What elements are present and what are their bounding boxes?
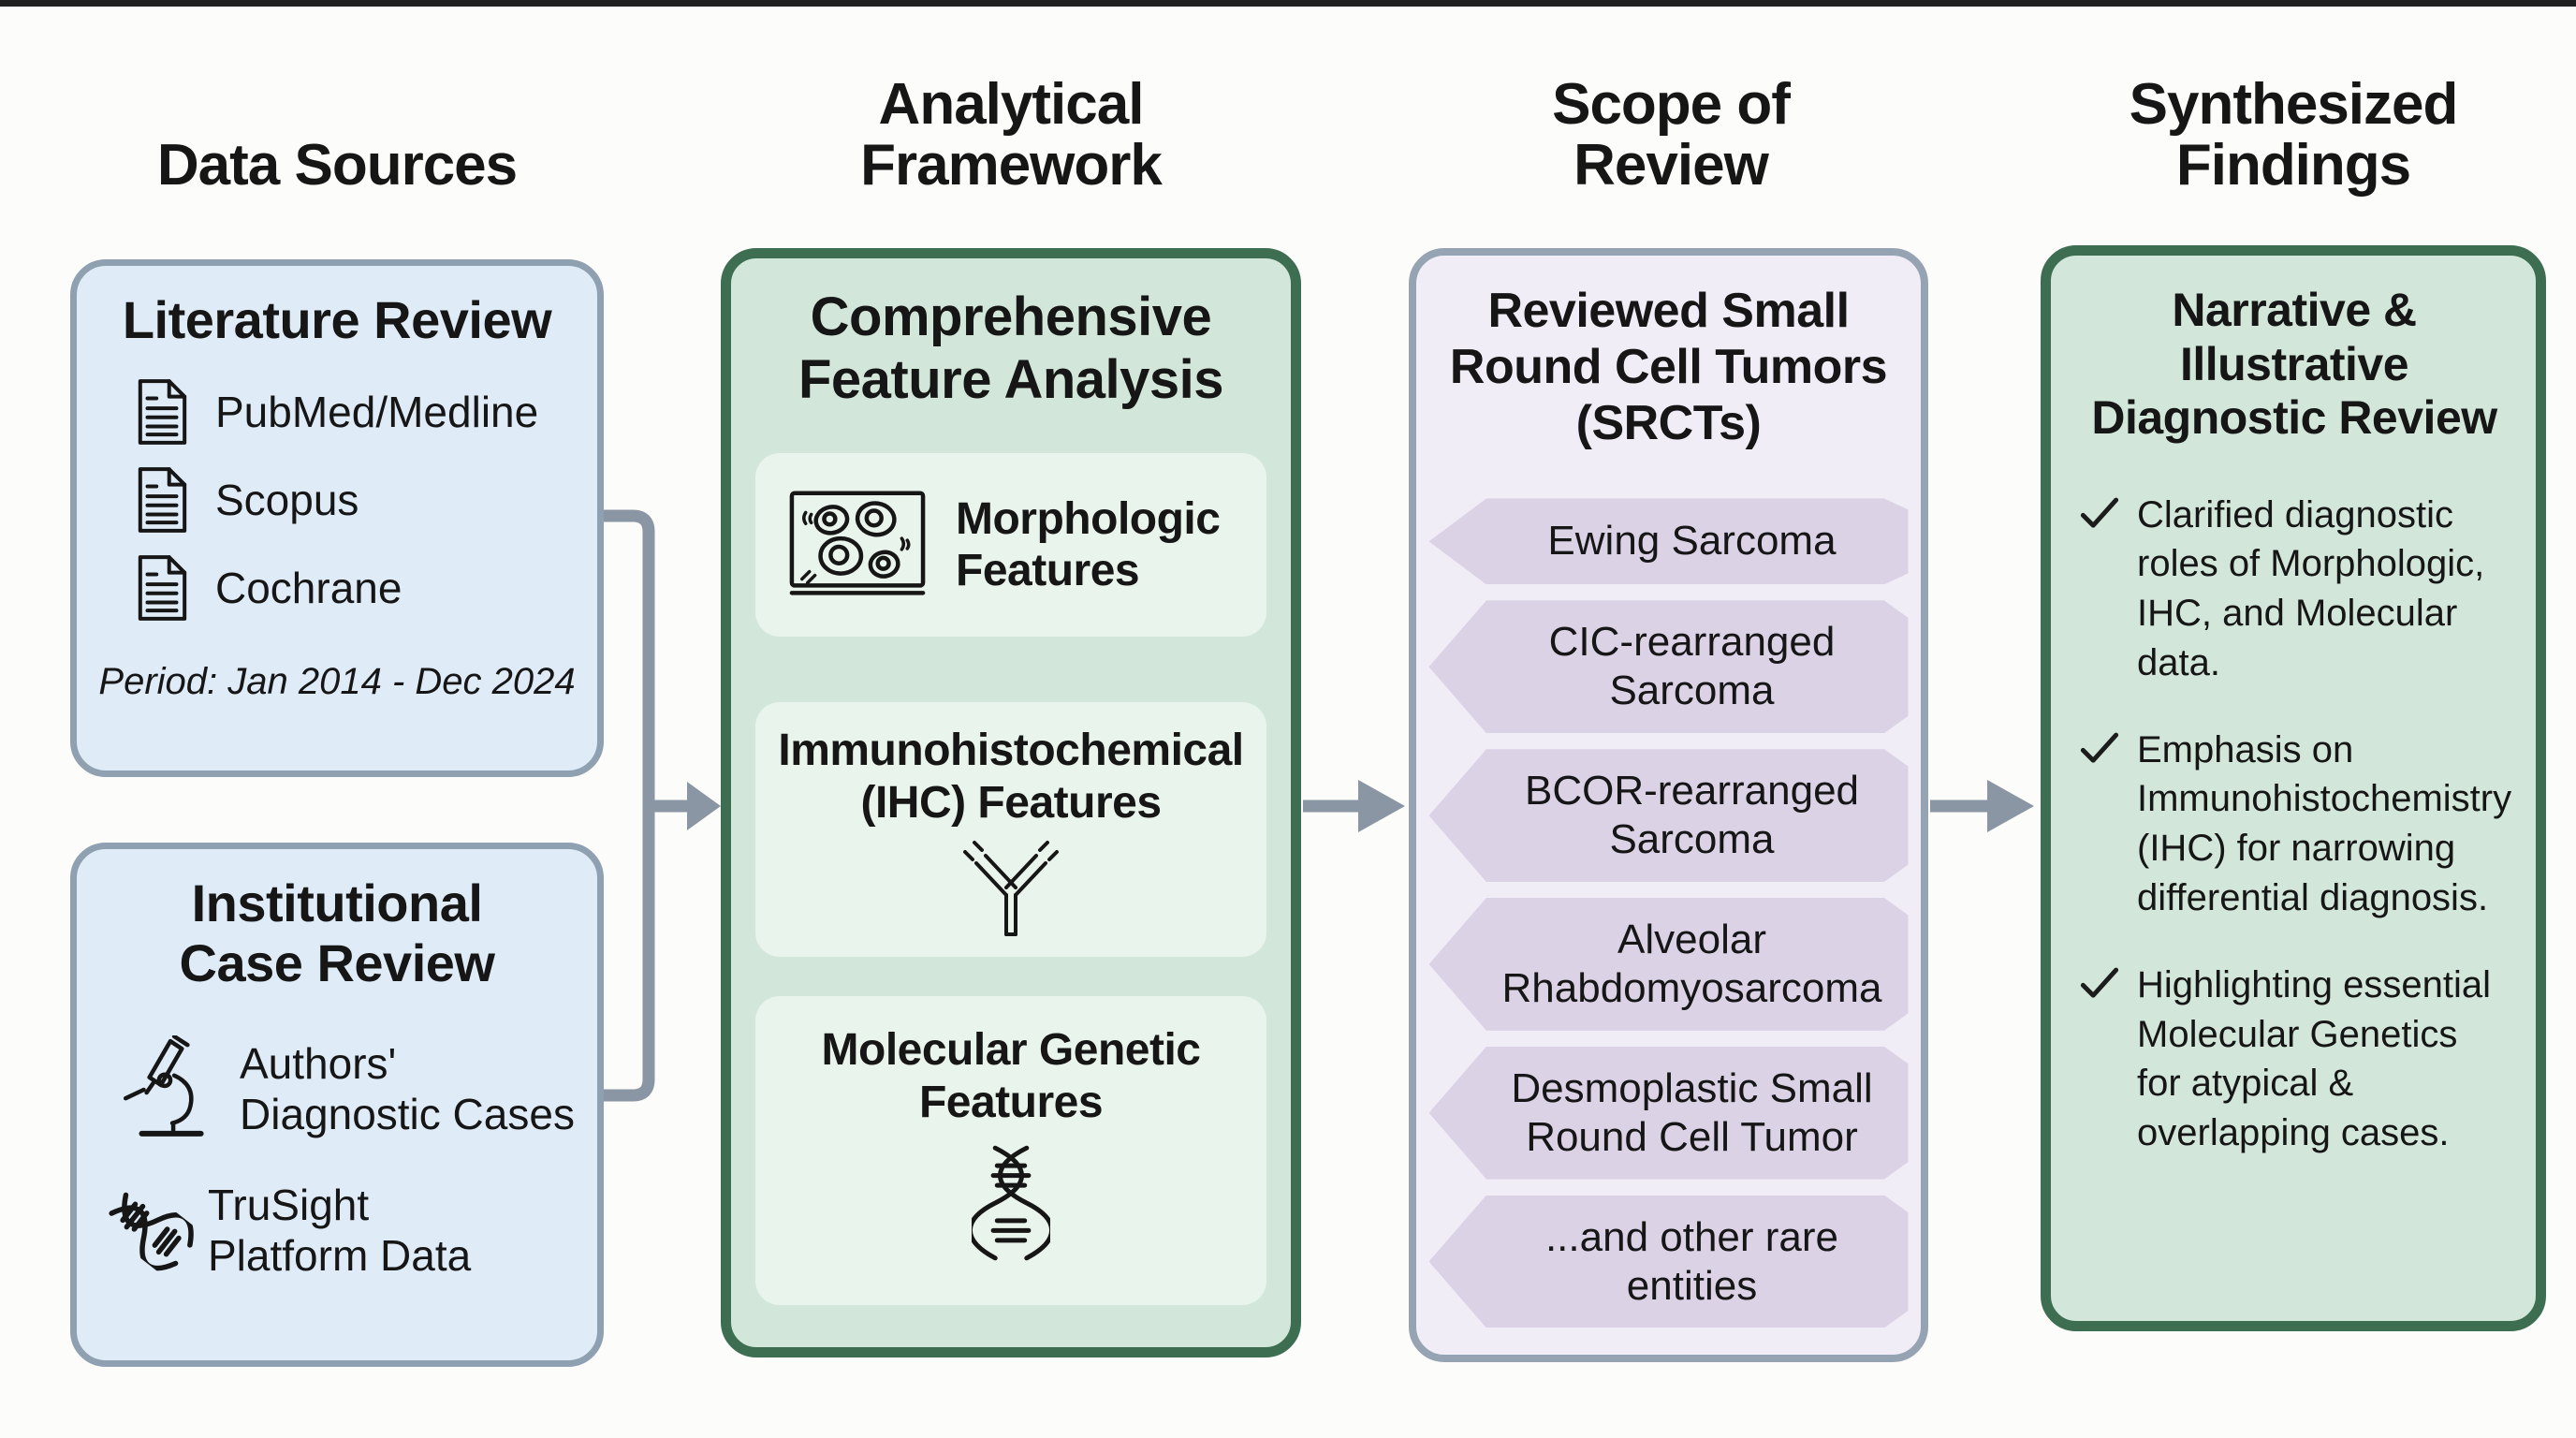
header-scope-of-review: Scope of Review [1446, 54, 1895, 197]
title-line: Reviewed Small [1487, 284, 1850, 338]
list-item: Authors' Diagnostic Cases [120, 1035, 580, 1142]
document-icon [135, 466, 189, 534]
header-analytical-framework: Analytical Framework [786, 54, 1236, 197]
document-icon [135, 554, 189, 622]
merge-bracket [604, 509, 655, 1102]
title-line: Molecular Genetic [821, 1025, 1201, 1076]
source-label: PubMed/Medline [215, 388, 539, 437]
title-line: Feature Analysis [798, 348, 1224, 410]
finding-text: Emphasis on Immunohistochemistry (IHC) f… [2137, 728, 2512, 919]
analytical-framework-box: Comprehensive Feature Analysis Morpholog… [721, 248, 1301, 1357]
title-line: Features [956, 546, 1140, 596]
synthesized-findings-box: Narrative & Illustrative Diagnostic Revi… [2041, 245, 2546, 1331]
literature-source-list: PubMed/Medline Scopus Cochrane [135, 378, 578, 622]
entity-list: Ewing Sarcoma CIC-rearranged Sarcoma BCO… [1428, 498, 1909, 1328]
source-label: Cochrane [215, 564, 402, 613]
title-line: Illustrative [2179, 337, 2409, 390]
header-data-sources: Data Sources [112, 54, 562, 197]
title-line: Narrative & [2172, 284, 2417, 336]
case-source-label: TruSight Platform Data [208, 1180, 471, 1282]
entity-chevron: ...and other rare entities [1428, 1195, 1909, 1328]
cells-icon [787, 488, 928, 602]
title-line: Features [918, 1078, 1104, 1128]
dna-icon-wrap [97, 1179, 208, 1283]
list-item: Cochrane [135, 554, 578, 622]
institutional-title: Institutional Case Review [94, 873, 580, 994]
source-label: Scopus [215, 476, 359, 525]
ihc-features-card: Immunohistochemical (IHC) Features [755, 702, 1266, 958]
findings-title: Narrative & Illustrative Diagnostic Revi… [2079, 284, 2510, 446]
feature-title: Morphologic Features [956, 493, 1221, 597]
header-line: Findings [2175, 133, 2411, 198]
finding-text: Clarified diagnostic roles of Morphologi… [2137, 493, 2485, 683]
title-line: Case Review [179, 933, 495, 993]
feature-title: Immunohistochemical (IHC) Features [778, 725, 1244, 829]
header-line: Framework [860, 133, 1163, 198]
review-period: Period: Jan 2014 - Dec 2024 [98, 661, 576, 703]
title-line: Comprehensive [810, 286, 1212, 347]
literature-review-title: Literature Review [122, 290, 552, 349]
finding-item: Clarified diagnostic roles of Morphologi… [2079, 491, 2510, 688]
check-icon [2080, 732, 2119, 763]
finding-text: Highlighting essential Molecular Genetic… [2137, 963, 2492, 1154]
arrow-1-head [687, 782, 721, 830]
title-line: Immunohistochemical [778, 726, 1244, 776]
header-line: Synthesized [2129, 71, 2459, 137]
scope-title: Reviewed Small Round Cell Tumors (SRCTs) [1433, 284, 1904, 451]
microscope-icon [120, 1035, 217, 1142]
title-line: Morphologic [956, 493, 1221, 544]
header-line: Analytical [878, 71, 1145, 137]
antibody-icon [956, 839, 1066, 940]
finding-item: Emphasis on Immunohistochemistry (IHC) f… [2079, 726, 2512, 923]
label-line: TruSight [208, 1180, 370, 1229]
entity-chevron: Ewing Sarcoma [1428, 498, 1909, 585]
check-icon [2080, 497, 2119, 528]
list-item: Scopus [135, 466, 578, 534]
case-source-label: Authors' Diagnostic Cases [240, 1038, 575, 1140]
institutional-case-review-box: Institutional Case Review Authors' Diagn… [70, 843, 604, 1367]
framework-title: Comprehensive Feature Analysis [798, 286, 1224, 411]
title-line: Institutional [191, 873, 483, 932]
entity-chevron: CIC-rearranged Sarcoma [1428, 600, 1909, 734]
finding-item: Highlighting essential Molecular Genetic… [2079, 961, 2510, 1158]
entity-chevron: Alveolar Rhabdomyosarcoma [1428, 898, 1909, 1031]
header-synthesized-findings: Synthesized Findings [2069, 54, 2518, 197]
title-line: Diagnostic Review [2091, 391, 2497, 444]
list-item: TruSight Platform Data [120, 1180, 580, 1282]
entity-chevron: Desmoplastic Small Round Cell Tumor [1428, 1046, 1909, 1180]
label-line: Authors' [240, 1038, 397, 1088]
label-line: Platform Data [208, 1231, 472, 1281]
header-text: Data Sources [156, 133, 518, 198]
institutional-list: Authors' Diagnostic Cases TruSight Platf… [120, 1035, 580, 1282]
list-item: PubMed/Medline [135, 378, 578, 446]
title-line: (IHC) Features [860, 778, 1162, 829]
molecular-genetic-features-card: Molecular Genetic Features [755, 996, 1266, 1306]
title-line: (SRCTs) [1575, 395, 1762, 450]
morphologic-features-card: Morphologic Features [755, 453, 1266, 638]
entity-chevron: BCOR-rearranged Sarcoma [1428, 749, 1909, 883]
dna-icon [972, 1144, 1050, 1262]
label-line: Diagnostic Cases [240, 1089, 575, 1138]
literature-review-box: Literature Review PubMed/Medline Scopus [70, 259, 604, 777]
findings-list: Clarified diagnostic roles of Morphologi… [2079, 491, 2512, 1159]
scope-of-review-box: Reviewed Small Round Cell Tumors (SRCTs)… [1409, 248, 1928, 1362]
title-line: Round Cell Tumors [1449, 339, 1888, 394]
header-line: Review [1573, 133, 1769, 198]
arrow-2-head [1358, 780, 1405, 832]
dna-icon [97, 1179, 204, 1280]
header-line: Scope of [1552, 71, 1791, 137]
feature-title: Molecular Genetic Features [822, 1024, 1201, 1128]
top-edge-line [0, 0, 2576, 7]
arrow-3-head [1987, 780, 2034, 832]
document-icon [135, 378, 189, 446]
check-icon [2080, 967, 2119, 998]
